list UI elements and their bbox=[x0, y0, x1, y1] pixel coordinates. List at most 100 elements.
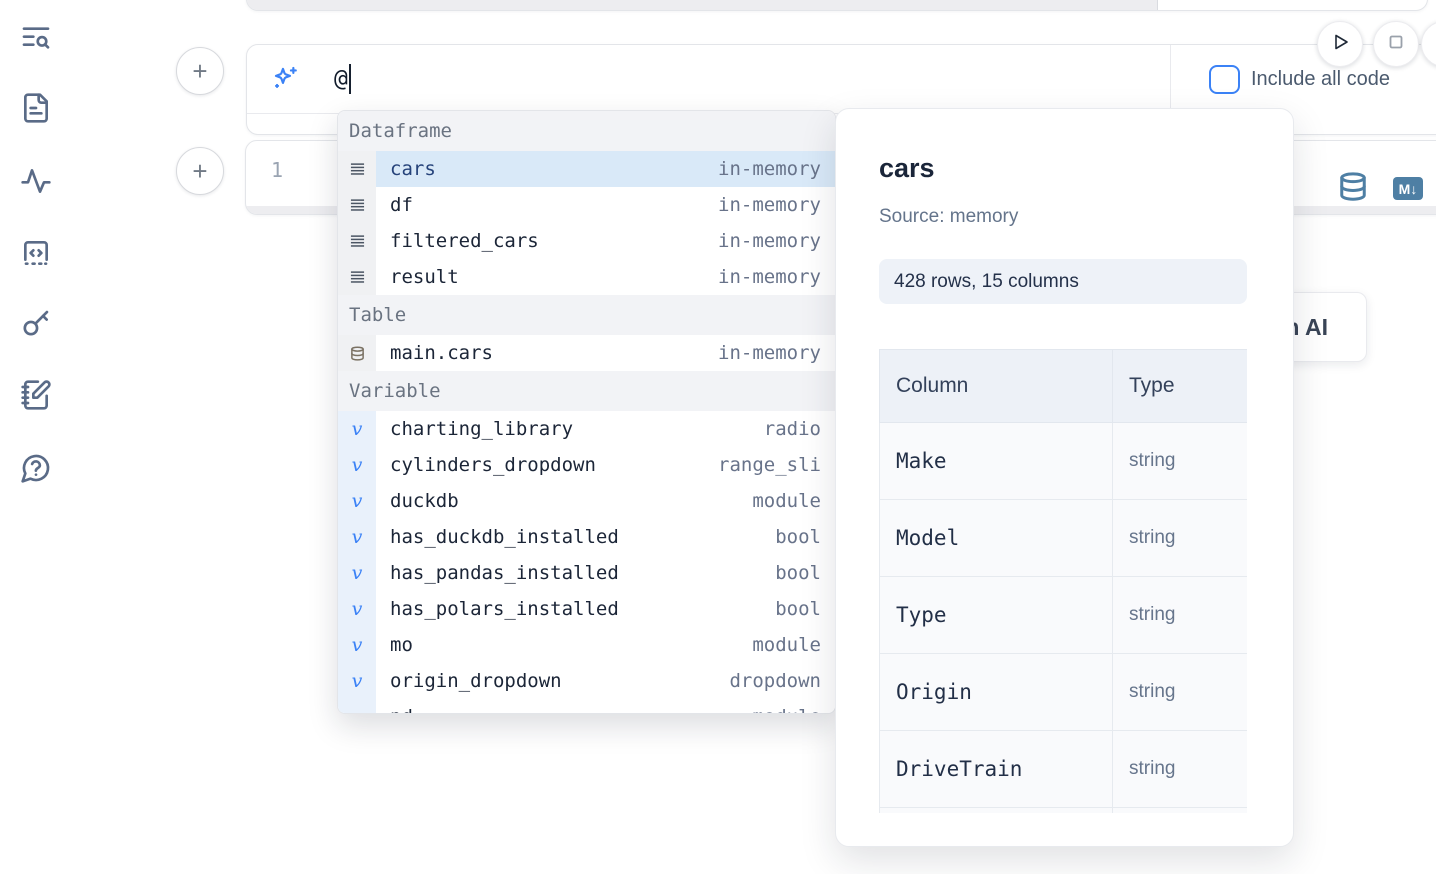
ai-prompt-input[interactable]: @ bbox=[247, 45, 1171, 114]
play-icon bbox=[1328, 30, 1352, 59]
sidebar-button-scratchpad[interactable] bbox=[19, 379, 53, 416]
autocomplete-item-type: bool bbox=[775, 598, 821, 620]
include-all-code-label: Include all code bbox=[1251, 67, 1390, 90]
variable-icon-gutter: v bbox=[338, 663, 376, 699]
autocomplete-item-has_pandas_installed[interactable]: v has_pandas_installed bool bbox=[338, 555, 835, 591]
dataframe-preview-panel: cars Source: memory 428 rows, 15 columns… bbox=[835, 108, 1294, 847]
rows-icon-gutter bbox=[338, 187, 376, 223]
autocomplete-item-label: duckdb bbox=[390, 490, 459, 512]
autocomplete-item-cars[interactable]: cars in-memory bbox=[338, 151, 835, 187]
preview-source: Source: memory bbox=[879, 206, 1019, 227]
include-all-code-area: Include all code bbox=[1171, 45, 1436, 113]
variable-icon-gutter: v bbox=[338, 627, 376, 663]
autocomplete-item-label: result bbox=[390, 266, 459, 288]
sidebar-button-secrets[interactable] bbox=[19, 308, 53, 342]
add-cell-button-bottom[interactable]: + bbox=[176, 147, 224, 195]
autocomplete-item-df[interactable]: df in-memory bbox=[338, 187, 835, 223]
autocomplete-item-type: in-memory bbox=[718, 158, 821, 180]
rows-icon-gutter bbox=[338, 223, 376, 259]
file-text-icon bbox=[20, 92, 52, 129]
schema-row-clipped bbox=[879, 807, 1247, 813]
autocomplete-item-type: in-memory bbox=[718, 194, 821, 216]
autocomplete-item-label: df bbox=[390, 194, 413, 216]
autocomplete-item-type: in-memory bbox=[718, 266, 821, 288]
autocomplete-item-type: range_sli bbox=[718, 454, 821, 476]
autocomplete-item-label: pd bbox=[390, 706, 413, 713]
list-search-icon bbox=[20, 22, 52, 59]
autocomplete-item-label: has_duckdb_installed bbox=[390, 526, 619, 548]
markdown-convert-icon[interactable]: M↓ bbox=[1393, 177, 1423, 200]
sidebar-button-tracing[interactable] bbox=[19, 166, 53, 200]
schema-column-name: Type bbox=[879, 576, 1113, 654]
autocomplete-item-has_polars_installed[interactable]: v has_polars_installed bool bbox=[338, 591, 835, 627]
sidebar-button-toc-search[interactable] bbox=[19, 23, 53, 57]
schema-header-row: Column Type bbox=[879, 349, 1247, 423]
notebook-pen-icon bbox=[20, 379, 52, 416]
autocomplete-item-type: bool bbox=[775, 562, 821, 584]
code-square-icon bbox=[20, 237, 52, 274]
sidebar-button-help[interactable] bbox=[19, 453, 53, 487]
autocomplete-section-header: Dataframe bbox=[338, 111, 835, 151]
database-icon[interactable] bbox=[1338, 170, 1368, 208]
run-cell-button[interactable] bbox=[1317, 21, 1363, 67]
variable-icon-gutter: v bbox=[338, 699, 376, 713]
line-number: 1 bbox=[271, 158, 284, 182]
autocomplete-item-pd[interactable]: v pd module bbox=[338, 699, 835, 713]
autocomplete-item-label: has_polars_installed bbox=[390, 598, 619, 620]
variable-icon: v bbox=[351, 597, 363, 620]
sidebar-button-snippets[interactable] bbox=[19, 238, 53, 272]
sparkles-icon bbox=[271, 65, 300, 94]
autocomplete-item-label: cars bbox=[390, 158, 436, 180]
schema-column-type: string bbox=[1112, 499, 1247, 577]
variable-icon-gutter: v bbox=[338, 483, 376, 519]
schema-column-name: DriveTrain bbox=[879, 730, 1113, 808]
autocomplete-item-cylinders_dropdown[interactable]: v cylinders_dropdown range_sli bbox=[338, 447, 835, 483]
database-icon-gutter bbox=[338, 335, 376, 371]
preview-shape-badge: 428 rows, 15 columns bbox=[879, 259, 1247, 304]
activity-icon bbox=[20, 165, 52, 202]
previous-cell-console-strip bbox=[247, 0, 1158, 10]
variable-icon: v bbox=[351, 489, 363, 512]
variable-icon-gutter: v bbox=[338, 447, 376, 483]
sidebar-button-files[interactable] bbox=[19, 92, 53, 129]
autocomplete-item-label: charting_library bbox=[390, 418, 574, 440]
schema-column-type: string bbox=[1112, 576, 1247, 654]
autocomplete-item-label: filtered_cars bbox=[390, 230, 539, 252]
autocomplete-item-type: in-memory bbox=[718, 230, 821, 252]
variable-icon: v bbox=[351, 669, 363, 692]
schema-column-type: string bbox=[1112, 653, 1247, 731]
autocomplete-item-filtered_cars[interactable]: filtered_cars in-memory bbox=[338, 223, 835, 259]
schema-column-name bbox=[879, 807, 1113, 813]
autocomplete-item-label: cylinders_dropdown bbox=[390, 454, 596, 476]
stop-cell-button[interactable] bbox=[1373, 21, 1419, 67]
variable-icon: v bbox=[351, 525, 363, 548]
schema-column-type: string bbox=[1112, 730, 1247, 808]
autocomplete-item-result[interactable]: result in-memory bbox=[338, 259, 835, 295]
autocomplete-section-header: Variable bbox=[338, 371, 835, 411]
variable-icon: v bbox=[351, 561, 363, 584]
autocomplete-item-type: module bbox=[752, 706, 821, 713]
variable-icon-gutter: v bbox=[338, 591, 376, 627]
add-cell-button-top[interactable]: + bbox=[176, 47, 224, 95]
variable-icon: v bbox=[351, 633, 363, 656]
autocomplete-item-type: radio bbox=[763, 418, 821, 440]
autocomplete-item-label: has_pandas_installed bbox=[390, 562, 619, 584]
autocomplete-item-label: mo bbox=[390, 634, 413, 656]
variable-icon-gutter: v bbox=[338, 555, 376, 591]
schema-column-type: string bbox=[1112, 422, 1247, 500]
include-all-code-checkbox[interactable] bbox=[1209, 64, 1240, 94]
variable-icon: v bbox=[351, 453, 363, 476]
